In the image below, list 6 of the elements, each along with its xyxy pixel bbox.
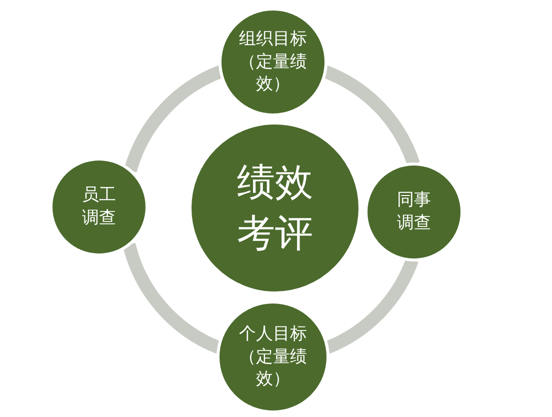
node-label: 员工调查 (81, 184, 117, 230)
node-label: 绩效考评 (236, 158, 314, 257)
node-label: 同事调查 (396, 189, 432, 235)
node-label: 个人目标（定量绩效） (238, 322, 308, 392)
ring-arc (124, 66, 224, 173)
node-label: 组织目标（定量绩效） (238, 28, 308, 96)
